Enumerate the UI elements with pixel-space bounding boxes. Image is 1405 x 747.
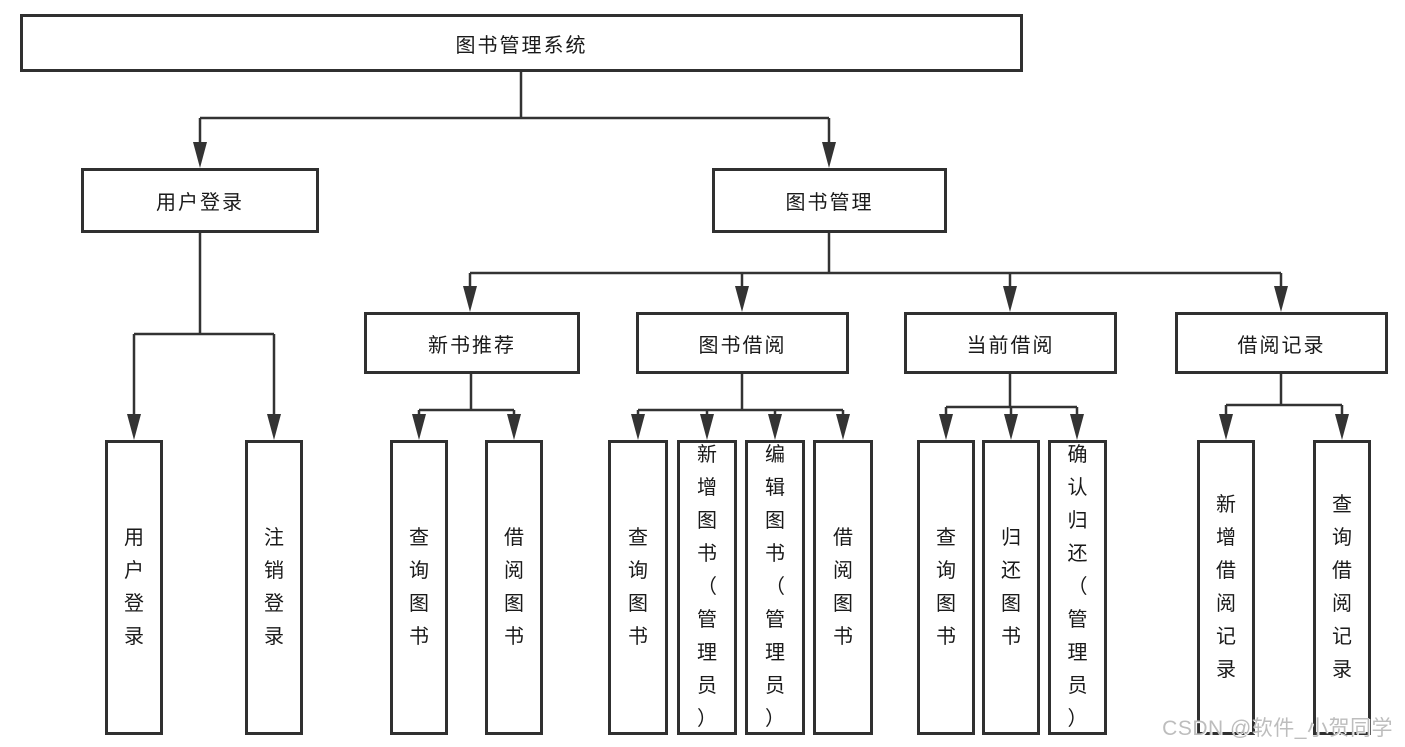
leaf-query-books-current: 查询图书 (917, 440, 975, 735)
leaf-label: 用户登录 (124, 526, 144, 648)
leaf-label: 编辑图书（管理员） (765, 444, 785, 730)
node-label: 图书借阅 (698, 334, 787, 357)
leaf-borrow-books: 借阅图书 (813, 440, 873, 735)
leaf-label: 归还图书 (1001, 526, 1021, 648)
leaf-user-login: 用户登录 (105, 440, 163, 735)
leaf-label: 借阅图书 (504, 526, 524, 648)
leaf-label: 新增图书（管理员） (697, 444, 717, 730)
node-label: 图书管理系统 (455, 34, 588, 57)
node-borrow-records: 借阅记录 (1175, 312, 1388, 374)
leaf-confirm-return-admin: 确认归还（管理员） (1048, 440, 1107, 735)
node-label: 用户登录 (156, 192, 244, 214)
leaf-edit-books-admin: 编辑图书（管理员） (745, 440, 805, 735)
leaf-label: 查询借阅记录 (1332, 493, 1352, 681)
leaf-borrow-books-recommend: 借阅图书 (485, 440, 543, 735)
node-book-management: 图书管理 (712, 168, 947, 233)
node-library-management-system: 图书管理系统 (20, 14, 1023, 72)
leaf-label: 注销登录 (264, 526, 284, 648)
node-label: 当前借阅 (966, 334, 1055, 357)
leaf-label: 查询图书 (628, 526, 648, 648)
leaf-label: 查询图书 (936, 526, 956, 648)
leaf-return-books: 归还图书 (982, 440, 1040, 735)
node-label: 借阅记录 (1237, 334, 1326, 357)
leaf-query-books-borrow: 查询图书 (608, 440, 668, 735)
leaf-label: 新增借阅记录 (1216, 493, 1236, 681)
node-new-book-recommend: 新书推荐 (364, 312, 580, 374)
leaf-add-borrow-record: 新增借阅记录 (1197, 440, 1255, 735)
node-label: 图书管理 (785, 192, 874, 214)
node-current-borrow: 当前借阅 (904, 312, 1117, 374)
node-book-borrow: 图书借阅 (636, 312, 849, 374)
csdn-watermark: CSDN @软件_小贺同学 (1162, 717, 1393, 740)
leaf-add-books-admin: 新增图书（管理员） (677, 440, 737, 735)
leaf-label: 确认归还（管理员） (1067, 444, 1088, 730)
node-user-login: 用户登录 (81, 168, 319, 233)
leaf-label: 查询图书 (409, 526, 429, 648)
leaf-query-borrow-record: 查询借阅记录 (1313, 440, 1371, 735)
leaf-label: 借阅图书 (833, 526, 853, 648)
leaf-logout: 注销登录 (245, 440, 303, 735)
node-label: 新书推荐 (428, 334, 516, 357)
leaf-query-books-recommend: 查询图书 (390, 440, 448, 735)
